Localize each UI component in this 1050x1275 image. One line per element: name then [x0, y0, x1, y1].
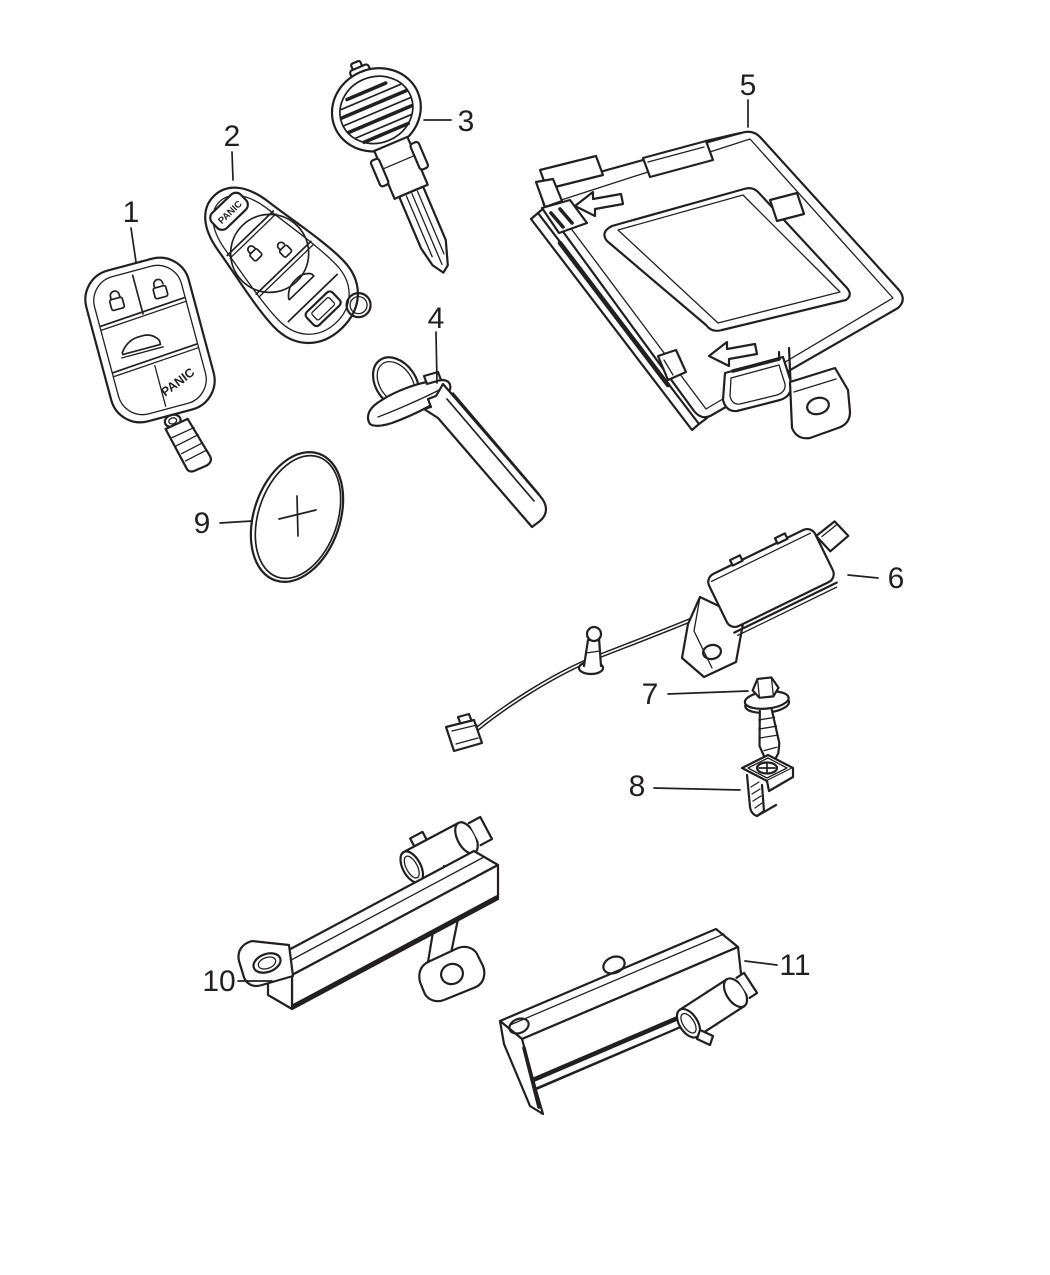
callout-11: 11: [779, 949, 810, 982]
cable-connector: [444, 712, 484, 753]
callout-1: 1: [123, 196, 140, 229]
part-9-battery: [249, 451, 345, 583]
part-2-fobik-key: PANIC: [204, 186, 372, 345]
part-10-antenna-module-bar: [237, 815, 500, 1011]
bracket-flag-tab: [815, 520, 850, 553]
lock-icon-fobik: [247, 245, 263, 262]
trunk-icon: [121, 334, 164, 359]
part-7-screw: [743, 676, 791, 764]
callout-5: 5: [740, 69, 757, 102]
battery-plus-icon: [278, 495, 317, 537]
fob-strap: [164, 417, 212, 473]
callout-3: 3: [458, 105, 475, 138]
trunk-icon-fobik: [287, 272, 315, 301]
part-11-antenna-module-bar-2: [498, 927, 759, 1116]
leader-line-2: [231, 151, 234, 181]
part-1-smart-key-fob: PANIC: [84, 256, 216, 473]
callout-7: 7: [642, 678, 659, 711]
part-8-u-nut-clip: [740, 753, 795, 818]
leader-line-7: [667, 690, 749, 695]
arrow-icon-left-bottom: [707, 340, 759, 368]
leader-line-9: [219, 520, 253, 524]
part-6-antenna-module-cable: [444, 520, 850, 753]
unlock-icon: [152, 278, 169, 300]
callout-8: 8: [629, 770, 646, 803]
callout-2: 2: [224, 120, 241, 153]
part-5-receiver-module: [529, 130, 904, 440]
leader-line-6: [847, 574, 879, 579]
leader-lines: [130, 99, 879, 982]
callout-labels: 1 2 3 4 5 6 7 8 9 10 11: [123, 69, 905, 998]
cable-grommet: [577, 625, 605, 676]
callout-6: 6: [888, 562, 905, 595]
leader-line-1: [130, 227, 137, 263]
part-4-emergency-key-blade: [366, 356, 548, 529]
callout-9: 9: [194, 507, 211, 540]
arrow-icon-left-top: [573, 190, 625, 218]
part-3-transponder-key: [330, 59, 449, 274]
leader-line-4: [435, 331, 438, 384]
unlock-icon-fobik: [276, 241, 293, 258]
callout-4: 4: [428, 302, 445, 335]
leader-line-8: [653, 787, 741, 791]
bar-connector-top: [399, 815, 494, 884]
callout-10: 10: [202, 965, 235, 998]
lock-icon: [108, 290, 126, 312]
bar-connector-bottom: [675, 971, 759, 1039]
leader-line-11: [744, 960, 778, 966]
key-ring: [345, 292, 372, 319]
